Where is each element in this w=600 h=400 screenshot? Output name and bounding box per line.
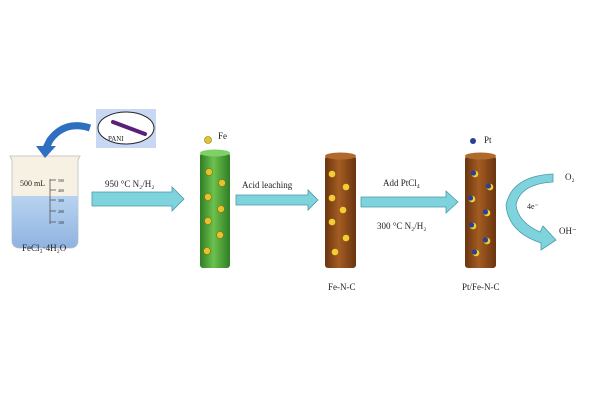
orr-product-label: OH⁻ <box>559 226 577 236</box>
fe-n-c-label: Fe-N-C <box>328 282 356 292</box>
fe-n-c-rod <box>325 152 356 268</box>
step-arrow-1 <box>91 186 185 212</box>
beaker: 500 mL 500 400 300 200 100 <box>9 155 81 249</box>
pani-label: PANI <box>108 135 124 143</box>
step-arrow-2 <box>235 189 319 211</box>
pani-rod <box>111 120 147 136</box>
scale-tick-label: 300 <box>58 198 64 203</box>
scale-tick-label: 200 <box>58 209 64 214</box>
step-3-bottom-label: 300 °C N₂/H₂ <box>377 221 426 231</box>
fe-legend-label: Fe <box>218 131 227 141</box>
pt-legend-label: Pt <box>484 135 492 145</box>
fe-legend-dot <box>204 136 212 144</box>
scale-tick-label: 500 <box>58 178 64 183</box>
pt-legend-dot <box>470 138 476 144</box>
pt-fe-n-c-rod <box>465 152 496 268</box>
beaker-volume-label: 500 mL <box>20 179 45 188</box>
step-arrow-3 <box>360 190 459 214</box>
scale-tick-label: 400 <box>58 188 64 193</box>
orr-electrons-label: 4e⁻ <box>527 202 539 211</box>
pani-box: PANI <box>96 109 156 148</box>
pani-rod-with-fe <box>200 149 230 268</box>
reagent-label: FeCl₃·4H₂O <box>22 243 67 253</box>
addition-arrow <box>36 122 92 158</box>
orr-reactant-label: O₂ <box>565 172 575 182</box>
step-1-label: 950 °C N₂/H₂ <box>105 179 154 189</box>
scale-tick-label: 100 <box>58 220 64 225</box>
step-2-label: Acid leaching <box>242 180 293 190</box>
pt-fe-n-c-label: Pt/Fe-N-C <box>462 282 500 292</box>
orr-arrow <box>505 173 557 251</box>
step-3-top-label: Add PtCl₄ <box>383 178 420 188</box>
